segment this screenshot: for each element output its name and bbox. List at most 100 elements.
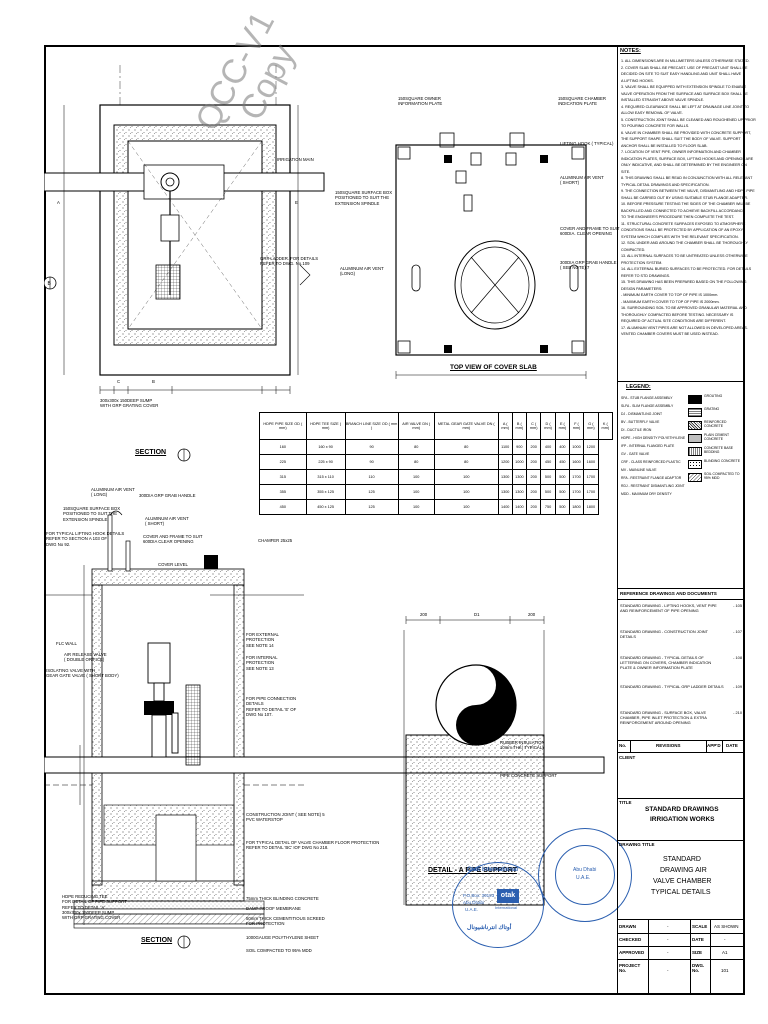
dim-200-left: 200 (420, 612, 428, 617)
table-cell: 400 (554, 439, 570, 455)
legend-abbrev-item: DI - DUCTILE IRON (621, 428, 652, 432)
table-cell: 1300 (511, 469, 527, 485)
note-line: TYPICAL DETAIL DRAWINGS AND SPECIFICATIO… (621, 182, 710, 187)
date-label: DATE (692, 937, 704, 942)
note-line: 9. THE CONNECTION BETWEEN THE VALVE, DIS… (621, 189, 755, 193)
drawing-title-label: DRAWING TITLE (619, 842, 655, 847)
notes-title: NOTES: (620, 48, 641, 54)
legend-abbrev-item: BV - BUTTERFLY VALVE (621, 420, 660, 424)
col-header: G ( mm) (583, 412, 599, 440)
table-cell: 500 (554, 499, 570, 515)
section-a-view (44, 448, 605, 949)
legend-abbrev-item: HDPE - HIGH DENSITY POLYETHYLENE (621, 436, 686, 440)
label-lifting-ref: FOR TYPICAL LIFTING HOOK DETAILS REFER T… (46, 531, 125, 547)
label-floor-protection: FOR TYPICAL DETAIL OF VALVE CHAMBER FLOO… (246, 840, 380, 851)
col-header: A ( mm) (497, 412, 513, 440)
table-cell: 80 (433, 439, 499, 455)
note-line: DECIDED ON SITE TO SUIT EASY HANDLING AN… (621, 72, 742, 76)
table-cell: 200 (525, 454, 542, 470)
label-owner-plate: 150SQUARE OWNER INFORMATION PLATE (398, 96, 443, 107)
table-cell: 125 (344, 484, 399, 500)
label-pipe-conn: FOR PIPE CONNECTION DETAILS REFER TO DET… (246, 696, 297, 718)
table-header-row: HDPE PIPE SIZE OD ( mm) HDPE TEE SIZE ( … (259, 412, 614, 440)
checked-value: - (667, 937, 669, 942)
legend-abbrev-item: GV - GATE VALVE (621, 452, 650, 456)
reference-text: STANDARD DRAWING - CONSTRUCTION JOINT DE… (620, 629, 708, 639)
legend-swatch (688, 421, 702, 430)
title-label: TITLE (619, 800, 632, 805)
drawing-title-4: TYPICAL DETAILS (651, 889, 711, 896)
detail-a-view (403, 616, 545, 906)
label-grab-handle: 300DIA GRP GRAB HANDLE (139, 493, 196, 498)
section-a-title: SECTION (135, 449, 167, 456)
table-cell: 90 (344, 439, 399, 455)
label-polythene: 1000GAUGE POLYTHYLENE SHEET (246, 935, 319, 940)
note-line: 1. ALL DIMENSIONS ARE IN MILLIMETERS UNL… (621, 59, 750, 63)
note-line: PROTECTION SYSTEM. (621, 260, 663, 265)
legend-hatch-label: SOIL COMPACTED TO 95% MDD (704, 472, 740, 481)
table-cell: 1700 (568, 469, 585, 485)
table-cell: 450 (554, 454, 570, 470)
table-cell: 1400 (511, 499, 527, 515)
legend-swatch (688, 447, 702, 456)
table-cell: 1600 (583, 454, 599, 470)
drawn-label: DRAWN (619, 924, 636, 929)
legend-hatch-label: GROUTING (704, 394, 723, 398)
label-grp-ladder: GRP LADDER. FOR DETAILS REFER TO DWG. No… (260, 256, 319, 267)
note-line: VALVE OPERATION FROM THE SURFACE AND SUR… (621, 91, 748, 96)
table-cell: 100 (397, 484, 435, 500)
drawn-value: - (667, 924, 669, 929)
section-b-title: SECTION (141, 937, 173, 944)
legend-abbrev-item: SFA - STUB FLANGE ASSEMBLY (621, 396, 673, 400)
table-cell: 100 (397, 499, 435, 515)
table-cell: 500 (554, 469, 570, 485)
legend-abbrev-item: MDD - MAXIMUM DRY DENSITY (621, 492, 672, 496)
table-cell: 160 (259, 439, 307, 455)
note-line: COMPACTED. (621, 247, 646, 252)
title-line-2: IRRIGATION WORKS (650, 816, 715, 823)
table-cell: 100 (433, 469, 499, 485)
rev-revisions-header: REVISIONS (656, 743, 681, 748)
note-line: 12. SOIL UNDER AND AROUND THE CHAMBER SH… (621, 241, 748, 245)
reference-text: STANDARD DRAWING - LIFTING HOOKS, VENT P… (620, 603, 717, 613)
note-line: 4. REQUIRED CLEARANCE SHALL BE LEFT AT D… (621, 104, 749, 109)
label-rubber: RUBBER INSULATION 10mm THK( TYPICAL) (500, 740, 545, 751)
note-line: THE SUPPORT SHAPE SHALL SUIT THE BODY OF… (621, 137, 741, 141)
note-line: 8. THIS DRAWING SHALL BE READ IN CONJUNC… (621, 176, 753, 180)
col-header: C ( mm) (525, 412, 542, 440)
table-cell: 100 (397, 469, 435, 485)
reference-item: STANDARD DRAWING - SURFACE BOX, VALVE CH… (620, 710, 744, 725)
label-soil: SOIL COMPACTED TO 95% MDD (246, 948, 312, 953)
table-cell: 355 (259, 484, 307, 500)
label-lifting-hook: LIFTING HOOK ( TYPICAL) (560, 141, 614, 146)
cover-slab-view (395, 132, 587, 379)
note-line: 7. LOCATION OF VENT PIPE, OWNER INFORMAT… (621, 150, 741, 154)
table-cell: 355 x 125 (305, 484, 346, 500)
note-line: A LIFTING HOOKS. (621, 78, 654, 83)
dimensions-table: HDPE PIPE SIZE OD ( mm) HDPE TEE SIZE ( … (259, 412, 614, 515)
table-cell: 1300 (511, 484, 527, 500)
table-cell: 80 (397, 454, 435, 470)
reference-number: - 210 (733, 710, 742, 715)
note-line: 2. COVER SLAB SHALL BE PRECAST. USE OF P… (621, 65, 748, 70)
label-vent-short: ALUMINUM AIR VENT ( SHORT) (560, 175, 604, 186)
table-cell: 1300 (497, 469, 513, 485)
reference-item: STANDARD DRAWING - LIFTING HOOKS, VENT P… (620, 603, 744, 615)
table-cell: 1800 (583, 499, 599, 515)
table-cell: 1300 (497, 484, 513, 500)
legend-swatch (688, 395, 702, 404)
legend-abbrev-item: RFA - RESTRAINT FLANGE ADAPTOR (621, 476, 682, 480)
table-cell: 1600 (568, 454, 585, 470)
label-construction-joint: CONSTRUCTION JOINT ( SEE NOTE) 5 PVC WAT… (246, 812, 325, 823)
note-line: SHALL BE CARRIED OUT BY USING SUITABLE S… (621, 195, 748, 200)
label-isolating: ISOLATING VALVE WITH GEAR GATE VALVE ( S… (46, 668, 119, 679)
table-cell: 1800 (568, 499, 585, 515)
label-surface-box-sec: 150SQUARE SURFACE BOX POSITIONED TO SUIT… (63, 506, 121, 522)
reference-number: - 108 (733, 655, 742, 660)
col-header: E ( mm) (554, 412, 570, 440)
